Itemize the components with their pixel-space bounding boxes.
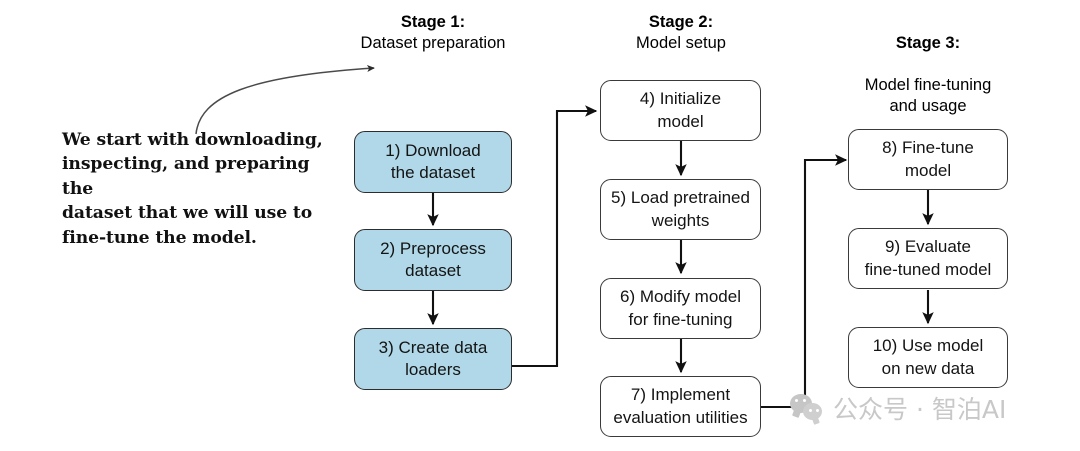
node-use-model-on-new-data[interactable]: 10) Use model on new data bbox=[848, 327, 1008, 388]
node-10-label: 10) Use model on new data bbox=[872, 336, 984, 378]
stage-2-subtitle: Model setup bbox=[636, 34, 726, 53]
node-download-dataset[interactable]: 1) Download the dataset bbox=[354, 131, 512, 193]
node-6-label: 6) Modify model for fine-tuning bbox=[620, 287, 741, 329]
watermark-text: 公众号 · 智泊AI bbox=[833, 395, 1007, 424]
annotation-callout-arrow bbox=[195, 64, 375, 135]
node-1-label: 1) Download the dataset bbox=[385, 140, 481, 182]
arrow-7-to-8 bbox=[761, 154, 848, 409]
node-4-label: 4) Initialize model bbox=[639, 89, 722, 131]
node-fine-tune-model[interactable]: 8) Fine-tune model bbox=[848, 129, 1008, 190]
node-3-label: 3) Create data loaders bbox=[378, 337, 488, 379]
stage-title-2: Stage 2: Model setup bbox=[600, 12, 762, 54]
stage-title-1: Stage 1: Dataset preparation bbox=[352, 12, 514, 54]
stage-2-heading: Stage 2: bbox=[648, 13, 714, 31]
node-evaluate-fine-tuned-model[interactable]: 9) Evaluate fine-tuned model bbox=[848, 228, 1008, 289]
node-implement-evaluation-utilities[interactable]: 7) Implement evaluation utilities bbox=[600, 376, 761, 437]
node-7-label: 7) Implement evaluation utilities bbox=[613, 385, 748, 427]
stage-title-3: Stage 3: Model fine-tuning and usage bbox=[847, 12, 1009, 139]
stage-1-subtitle: Dataset preparation bbox=[360, 34, 506, 53]
node-modify-model[interactable]: 6) Modify model for fine-tuning bbox=[600, 278, 761, 339]
node-initialize-model[interactable]: 4) Initialize model bbox=[600, 80, 761, 141]
stage-3-heading: Stage 3: bbox=[895, 34, 961, 53]
annotation-note: We start with downloading, inspecting, a… bbox=[62, 130, 323, 248]
node-8-label: 8) Fine-tune model bbox=[882, 138, 974, 180]
node-preprocess-dataset[interactable]: 2) Preprocess dataset bbox=[354, 229, 512, 291]
wechat-icon bbox=[790, 393, 824, 423]
watermark: 公众号 · 智泊AI bbox=[790, 390, 1006, 426]
stage-1-heading: Stage 1: bbox=[400, 13, 466, 31]
node-load-pretrained-weights[interactable]: 5) Load pretrained weights bbox=[600, 179, 761, 240]
node-2-label: 2) Preprocess dataset bbox=[380, 238, 486, 280]
node-create-data-loaders[interactable]: 3) Create data loaders bbox=[354, 328, 512, 390]
node-9-label: 9) Evaluate fine-tuned model bbox=[864, 237, 992, 279]
node-5-label: 5) Load pretrained weights bbox=[611, 188, 750, 230]
stage-3-subtitle: Model fine-tuning and usage bbox=[864, 76, 992, 116]
arrow-3-to-4 bbox=[512, 105, 598, 368]
